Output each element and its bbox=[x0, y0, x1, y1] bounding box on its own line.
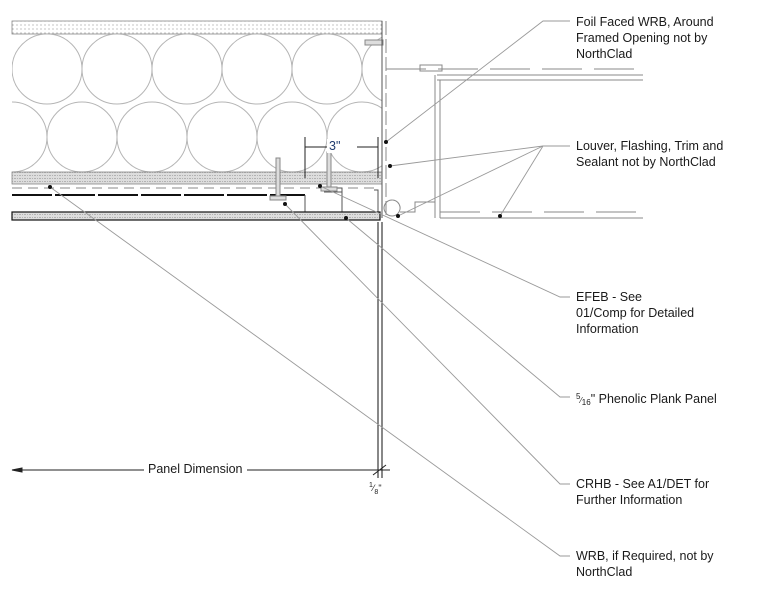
leader-lines bbox=[49, 20, 570, 557]
fraction-den: 16 bbox=[581, 398, 591, 407]
joint-den: 8 bbox=[374, 488, 379, 496]
framed-opening bbox=[383, 64, 643, 219]
fraction-num: 5 bbox=[576, 392, 581, 401]
phenolic-panel bbox=[11, 211, 381, 221]
joint-num: 1 bbox=[369, 482, 373, 489]
callout-wrb-if-required: WRB, if Required, not by NorthClad bbox=[576, 548, 714, 580]
callout-crhb: CRHB - See A1/DET for Further Informatio… bbox=[576, 476, 709, 508]
panel-dimension-label: Panel Dimension bbox=[144, 462, 247, 476]
callout-line: EFEB - See bbox=[576, 290, 642, 304]
callout-line: CRHB - See A1/DET for bbox=[576, 477, 710, 491]
callout-foil-faced-wrb: Foil Faced WRB, Around Framed Opening no… bbox=[576, 14, 714, 62]
joint-unit: " bbox=[378, 483, 382, 493]
callout-efeb: EFEB - See 01/Comp for Detailed Informat… bbox=[576, 289, 694, 337]
callout-line: Louver, Flashing, Trim and bbox=[576, 139, 724, 153]
screw-icon bbox=[269, 39, 384, 201]
crhb-rail bbox=[304, 187, 379, 213]
callout-line: Information bbox=[576, 322, 639, 336]
sheathing-layer bbox=[11, 20, 383, 35]
leader-arrowheads bbox=[48, 140, 502, 220]
callout-line: " Phenolic Plank Panel bbox=[590, 392, 717, 406]
callout-line: NorthClad bbox=[576, 47, 633, 61]
insulation-batt bbox=[12, 34, 382, 172]
callout-line: 01/Comp for Detailed bbox=[576, 306, 695, 320]
callout-line: WRB, if Required, not by bbox=[576, 549, 714, 563]
callout-line: Foil Faced WRB, Around bbox=[576, 15, 714, 29]
callout-line: NorthClad bbox=[576, 565, 633, 579]
dimension-3in-label: 3" bbox=[327, 139, 343, 153]
callout-line: Framed Opening not by bbox=[576, 31, 708, 45]
callout-phenolic-panel: 5⁄16" Phenolic Plank Panel bbox=[576, 392, 717, 407]
callout-line: Further Information bbox=[576, 493, 683, 507]
callout-louver-flashing: Louver, Flashing, Trim and Sealant not b… bbox=[576, 138, 723, 170]
dimension-3in bbox=[304, 137, 379, 178]
joint-dimension-label: 1⁄8" bbox=[369, 482, 382, 496]
callout-line: Sealant not by NorthClad bbox=[576, 155, 716, 169]
